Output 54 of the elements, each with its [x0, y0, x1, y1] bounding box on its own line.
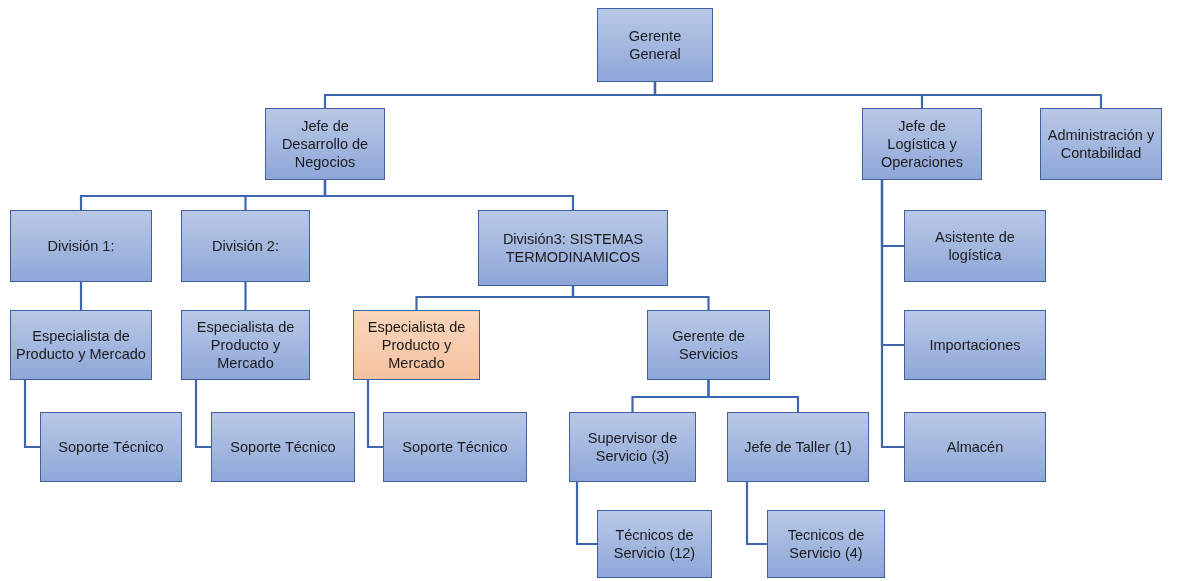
org-box: [265, 108, 385, 180]
role-label: Especialista de Producto y Mercado: [366, 317, 467, 373]
connector-line: [323, 180, 575, 210]
role-label: Especialista de Producto y Mercado: [195, 317, 296, 373]
role-label: División 2:: [212, 236, 279, 256]
org-box: [383, 412, 527, 482]
role-label: División 1:: [47, 236, 115, 256]
role-label: Almacén: [946, 437, 1004, 457]
role-label: Administración y Contabilidad: [1046, 125, 1156, 163]
connector-line: [880, 180, 904, 449]
role-label: Soporte Técnico: [58, 437, 164, 457]
role-label: División3: SISTEMAS TERMODINAMICOS: [501, 229, 645, 267]
org-box: [862, 108, 982, 180]
connector-line: [244, 282, 247, 310]
org-box: [904, 310, 1046, 380]
role-label: Especialista de Producto y Mercado: [16, 326, 146, 364]
org-box: [904, 210, 1046, 282]
connector-line: [23, 380, 40, 449]
connector-line: [745, 482, 767, 546]
role-label: Gerente General: [627, 26, 683, 64]
role-label: Jefe de Logística y Operaciones: [879, 116, 965, 172]
org-box: [1040, 108, 1162, 180]
org-box: [569, 412, 696, 482]
role-label: Jefe de Taller (1): [744, 437, 852, 457]
org-box: [767, 510, 885, 578]
connector-line: [653, 82, 1103, 108]
org-box: [353, 310, 480, 380]
connector-line: [366, 380, 383, 449]
org-box: [181, 210, 310, 282]
connector-line: [571, 286, 710, 310]
role-label: Jefe de Desarrollo de Negocios: [280, 116, 370, 172]
connector-line: [79, 282, 83, 310]
org-box: [181, 310, 310, 380]
role-label: Supervisor de Servicio (3): [586, 428, 679, 466]
org-box: [211, 412, 355, 482]
org-box: [10, 310, 152, 380]
connector-line: [575, 482, 597, 546]
connector-line: [194, 380, 211, 449]
org-box: [727, 412, 869, 482]
org-box: [597, 510, 712, 578]
role-label: Importaciones: [929, 335, 1021, 355]
role-label: Soporte Técnico: [230, 437, 336, 457]
role-label: Técnicos de Servicio (12): [612, 525, 697, 563]
role-label: Soporte Técnico: [402, 437, 508, 457]
org-box: [647, 310, 770, 380]
role-label: Tecnicos de Servicio (4): [786, 525, 866, 563]
role-label: Asistente de logística: [934, 227, 1016, 265]
connector-line: [707, 380, 800, 412]
org-box: [40, 412, 182, 482]
role-label: Gerente de Servicios: [671, 326, 746, 364]
org-box: [904, 412, 1046, 482]
org-box: [597, 8, 713, 82]
org-box: [10, 210, 152, 282]
org-box: [478, 210, 668, 286]
